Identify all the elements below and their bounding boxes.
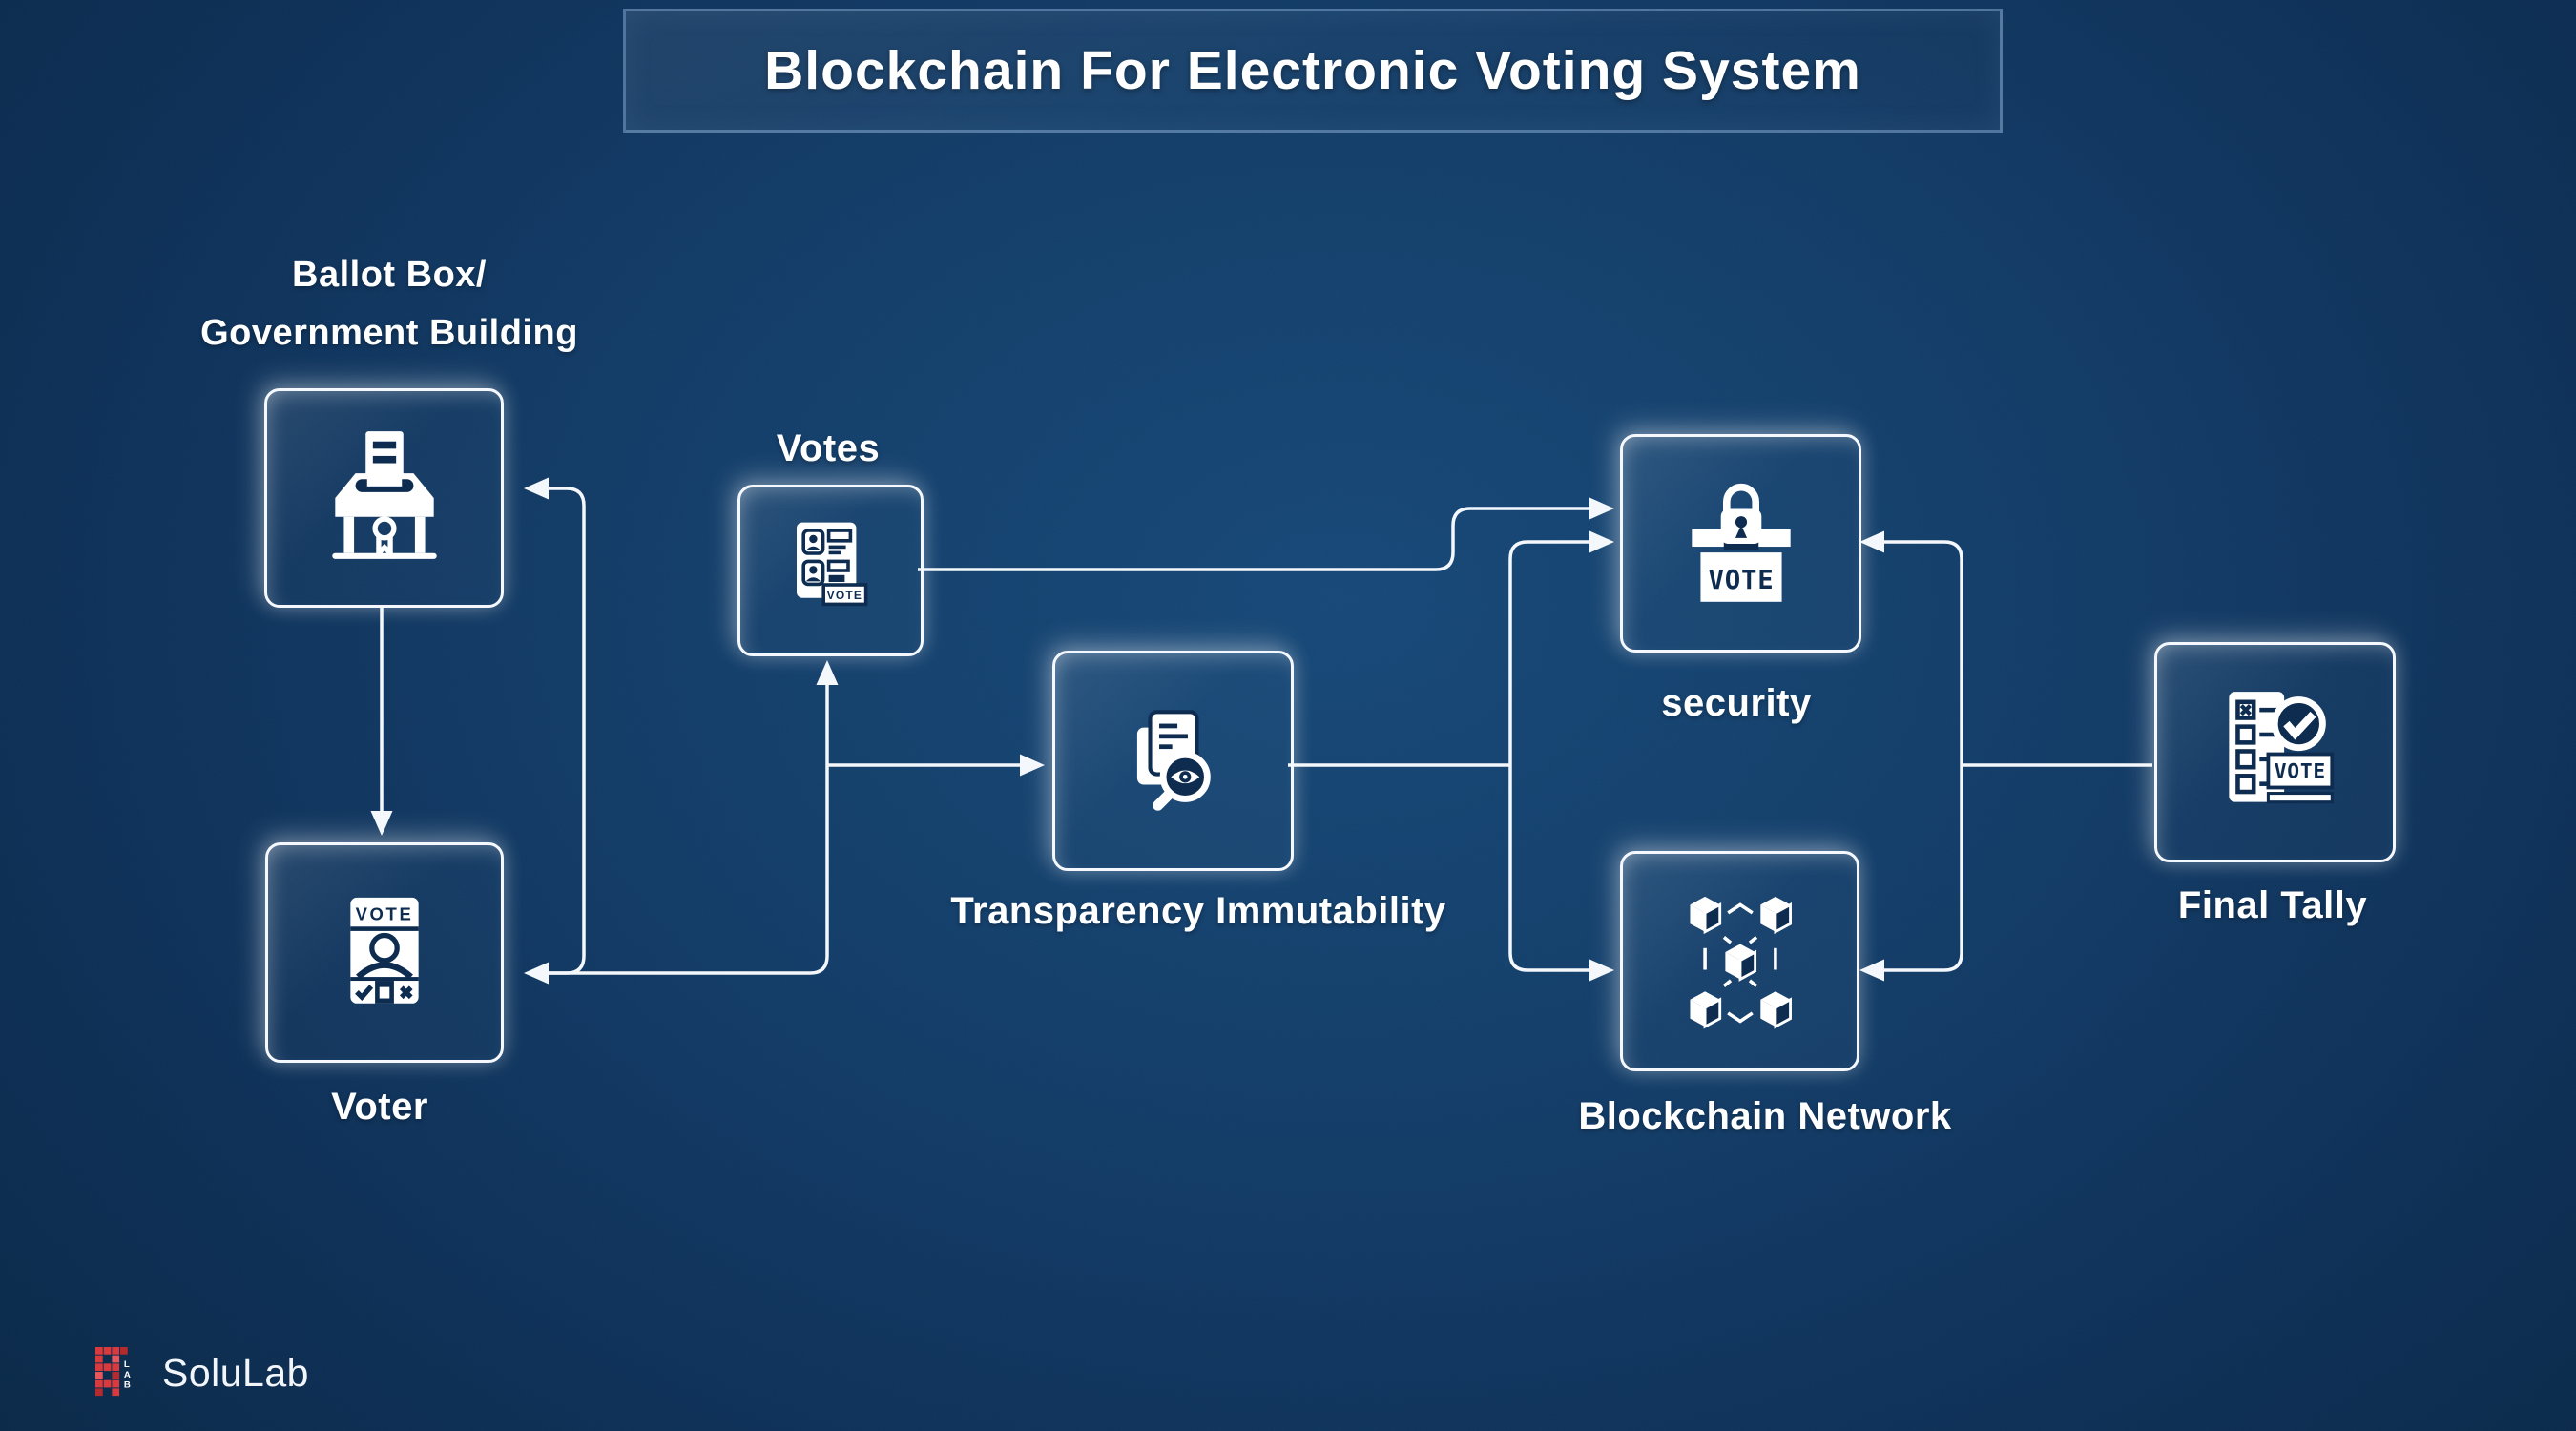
security-box-vote-text: VOTE	[1708, 566, 1774, 595]
solulab-wordmark: SoluLab	[162, 1350, 309, 1395]
label-transparency-immutability: Transparency Immutability	[950, 890, 1446, 932]
final-tally-vote-text: VOTE	[2274, 759, 2325, 783]
svg-text:A: A	[124, 1370, 131, 1380]
node-security: VOTE	[1620, 434, 1861, 653]
label-security: security	[1661, 682, 1812, 724]
node-votes: VOTE	[737, 485, 924, 656]
label-ballot-box-line1: Ballot Box/	[292, 255, 487, 295]
tally-checklist-icon: VOTE	[2228, 691, 2334, 803]
edge-transparency-trunk	[1508, 540, 1589, 972]
svg-text:L: L	[124, 1359, 130, 1370]
node-ballot-box	[264, 388, 504, 608]
arrowhead-left-into-voter-right	[524, 962, 549, 985]
title-box: Blockchain For Electronic Voting System	[623, 9, 2003, 133]
page-title: Blockchain For Electronic Voting System	[764, 40, 1861, 101]
arrowhead-right-into-security-lower	[1589, 530, 1614, 553]
edge-votes-to-security	[918, 507, 1589, 571]
linked-cubes-icon	[1689, 896, 1792, 1029]
label-final-tally: Final Tally	[2177, 884, 2368, 926]
edge-finaltally-trunk	[1884, 540, 1963, 972]
solulab-logo-mark-icon: LAB	[95, 1347, 131, 1397]
node-voter: VOTE	[265, 842, 504, 1063]
edge-loop-to-ballot	[547, 487, 586, 975]
arrowhead-right-into-blockchain-left	[1589, 959, 1614, 982]
svg-text:B: B	[124, 1379, 131, 1390]
document-magnifier-eye-icon	[1136, 709, 1211, 811]
arrowhead-up-into-votes-bottom	[816, 660, 839, 685]
arrowhead-left-into-blockchain-right	[1859, 959, 1884, 982]
arrowhead-right-into-transparency	[1020, 754, 1045, 777]
candidate-list-icon: VOTE	[796, 522, 867, 607]
votes-badge-text: VOTE	[826, 589, 862, 602]
locked-ballot-box-icon: VOTE	[1691, 483, 1791, 602]
arrowhead-right-into-security-upper	[1589, 497, 1614, 520]
label-voter: Voter	[331, 1086, 428, 1128]
arrowhead-left-into-security-right	[1859, 530, 1884, 553]
node-blockchain-network	[1620, 851, 1859, 1071]
label-ballot-box-line2: Government Building	[200, 312, 578, 353]
label-blockchain-network: Blockchain Network	[1578, 1095, 1952, 1137]
ballot-box-building-icon	[331, 431, 437, 560]
arrowhead-left-into-ballot-right	[524, 477, 549, 500]
label-ballot-box: Ballot Box/ Government Building	[55, 246, 723, 363]
label-votes: Votes	[776, 427, 881, 469]
edge-voter-to-votes	[549, 683, 829, 975]
node-transparency-immutability	[1052, 651, 1294, 871]
arrowhead-down-into-voter-top	[370, 811, 393, 836]
voter-card-icon: VOTE	[350, 897, 419, 1004]
voter-card-vote-text: VOTE	[356, 903, 414, 923]
node-final-tally: VOTE	[2154, 642, 2396, 862]
